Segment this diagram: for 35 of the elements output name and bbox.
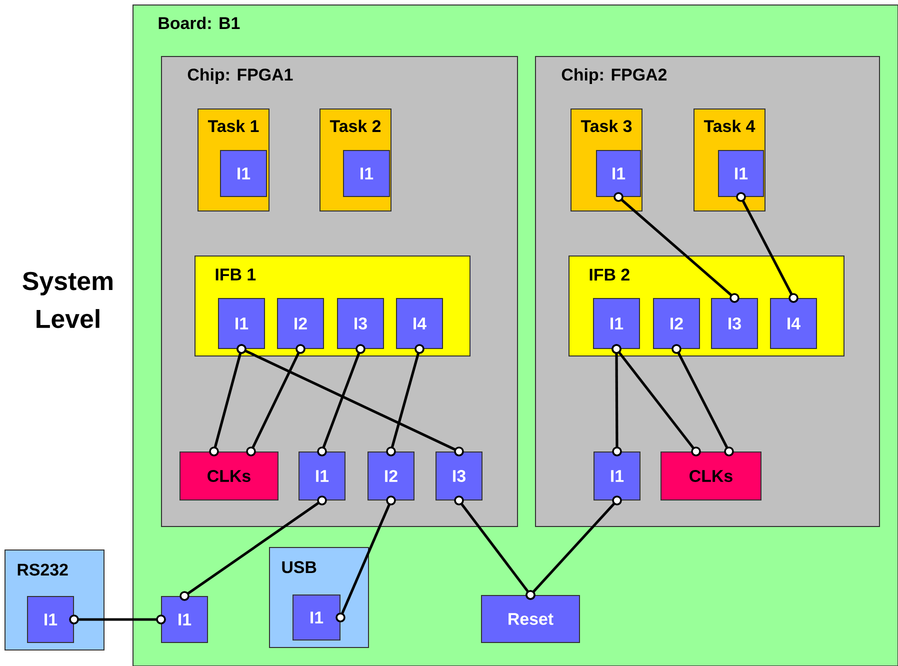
port-box: I4 <box>770 298 817 349</box>
connection-line <box>612 344 701 456</box>
port-box: I1 <box>27 596 74 643</box>
port-box: I4 <box>396 298 443 349</box>
port-box: I1 <box>594 452 640 500</box>
connection-line <box>180 496 327 601</box>
connection-line <box>336 496 396 622</box>
port-box: I1 <box>220 150 267 197</box>
port-box: I2 <box>653 298 700 349</box>
clock-box: CLKs <box>660 452 762 500</box>
port-box: I1 <box>161 596 208 643</box>
port-box: I1 <box>596 150 641 197</box>
connection-line <box>672 344 734 456</box>
connection-line <box>526 496 622 600</box>
port-box: I2 <box>277 298 324 349</box>
port-box: I3 <box>337 298 384 349</box>
side-label: System Level <box>22 272 112 328</box>
connection-line <box>236 344 464 456</box>
connection-line <box>386 344 424 456</box>
port-box: I1 <box>292 594 340 640</box>
connection-line <box>69 614 166 624</box>
port-box: I1 <box>343 150 390 197</box>
port-box: I1 <box>298 452 346 500</box>
reset-box: Reset <box>481 595 580 643</box>
connection-line <box>614 192 740 303</box>
connection-line <box>317 344 366 456</box>
clock-box: CLKs <box>180 452 278 500</box>
port-box: I2 <box>368 452 414 500</box>
port-box: I1 <box>718 150 764 197</box>
port-box: I1 <box>593 298 640 349</box>
port-box: I3 <box>711 298 758 349</box>
port-box: I3 <box>436 452 482 500</box>
port-box: I1 <box>218 298 265 349</box>
connection-line <box>736 192 798 303</box>
connection-line <box>246 344 306 456</box>
